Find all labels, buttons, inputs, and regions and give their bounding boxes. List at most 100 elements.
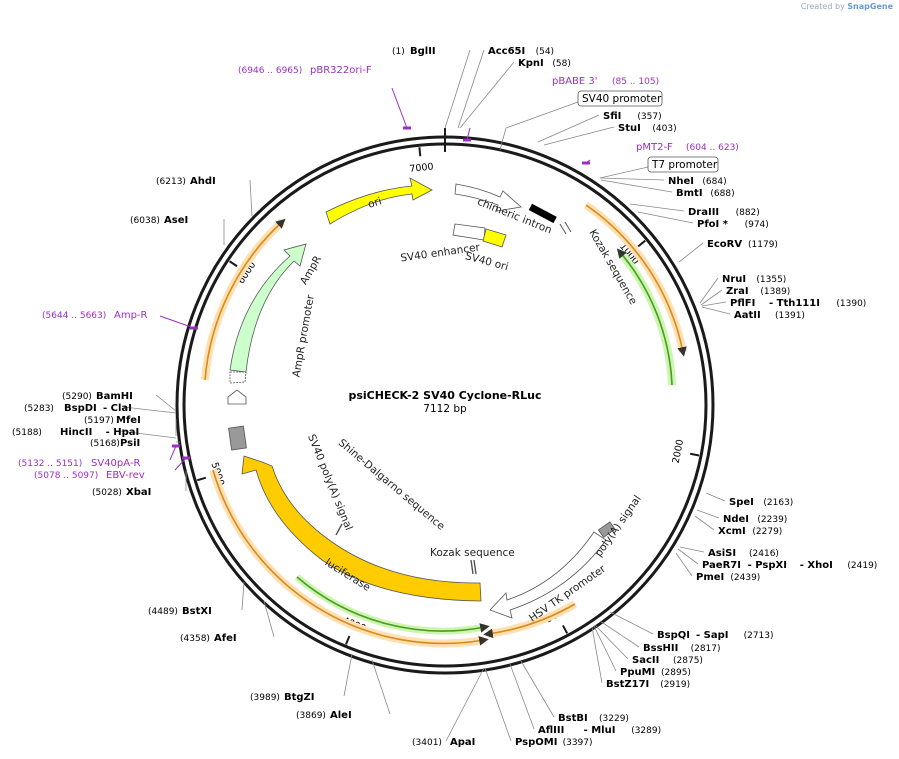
site-hincii[interactable]: (5188)HincII- HpaI bbox=[12, 427, 177, 439]
site-position: (3397) bbox=[563, 738, 593, 748]
site-leader bbox=[457, 49, 485, 129]
ampr-promoter-label: AmpR promoter bbox=[291, 293, 317, 378]
luciferase-arrow[interactable] bbox=[241, 455, 482, 602]
site-name: SacII bbox=[632, 655, 659, 666]
site-position: (357) bbox=[637, 112, 661, 122]
site-xcmi[interactable]: XcmI(2279) bbox=[694, 515, 782, 537]
site-pspomi[interactable]: PspOMI(3397) bbox=[484, 667, 593, 748]
site-position: (2239) bbox=[757, 515, 787, 525]
site-name: ZraI bbox=[726, 286, 749, 297]
site-paer7i[interactable]: PaeR7I- PspXI- XhoI(2419) bbox=[677, 548, 877, 571]
primer-ampr[interactable]: (5644 .. 5663)Amp-R bbox=[42, 310, 198, 330]
ori-arrow[interactable] bbox=[325, 177, 433, 225]
site-zrai[interactable]: ZraI(1389) bbox=[700, 286, 790, 306]
sv40-ori-box bbox=[482, 228, 507, 248]
site-btgzi[interactable]: (3989)BtgZI bbox=[250, 653, 353, 703]
site-apai[interactable]: (3401)ApaI bbox=[412, 667, 485, 748]
primer-pbr322ori[interactable]: (6946 .. 6965) pBR322ori-F bbox=[238, 65, 411, 130]
site-position: (1355) bbox=[756, 275, 786, 285]
hsv-tk-promoter-arrow[interactable] bbox=[489, 531, 607, 619]
site-bamhi[interactable]: (5290) BamHI bbox=[62, 391, 177, 412]
site-acc65i[interactable]: Acc65I(54) bbox=[457, 46, 554, 129]
kozak2-label: Kozak sequence bbox=[430, 547, 515, 559]
site-asei[interactable]: (6038)AseI bbox=[130, 215, 225, 245]
site-bglii[interactable]: (1)BglII bbox=[392, 46, 471, 129]
site-afliii[interactable]: AflIII- MluI(3289) bbox=[509, 663, 661, 736]
site-name: AseI bbox=[164, 215, 188, 226]
site-pmei[interactable]: PmeI(2439) bbox=[675, 552, 760, 583]
primer-mark bbox=[190, 326, 198, 330]
primer-pbabe3[interactable]: (85 .. 105)pBABE 3' bbox=[463, 76, 659, 142]
ampr-arrow[interactable] bbox=[229, 243, 307, 373]
site-draiii[interactable]: DraIII(882) bbox=[629, 203, 760, 218]
site-position: (5290) bbox=[62, 392, 92, 402]
site-position: (5197) bbox=[84, 416, 114, 426]
site-position: (1) bbox=[392, 47, 405, 57]
site-bspqi[interactable]: BspQI- SapI(2713) bbox=[609, 611, 774, 641]
site-afei[interactable]: (4358)AfeI bbox=[180, 600, 275, 644]
site-aatii[interactable]: AatII(1391) bbox=[701, 306, 805, 321]
site-stui[interactable]: StuI(403) bbox=[543, 123, 677, 146]
site-bsshii[interactable]: BssHII(2817) bbox=[599, 620, 721, 654]
site-leader bbox=[591, 626, 603, 684]
site-ppumi[interactable]: PpuMI(2895) bbox=[593, 625, 691, 678]
site-bspdi[interactable]: (5283)BspDI- ClaI bbox=[24, 403, 177, 414]
site-spei[interactable]: SpeI(2163) bbox=[705, 492, 793, 508]
chimeric-intron-arrow[interactable] bbox=[454, 183, 522, 212]
site-name: StuI bbox=[618, 123, 641, 134]
site-nrui[interactable]: NruI(1355) bbox=[699, 274, 786, 304]
primer-name: SV40pA-R bbox=[91, 458, 140, 469]
site-asisi[interactable]: AsiSI(2416) bbox=[679, 546, 779, 559]
site-kpni[interactable]: KpnI(58) bbox=[459, 58, 571, 129]
site-pflfi[interactable]: PflFI- Tth111I(1390) bbox=[701, 298, 866, 309]
primer-mark bbox=[582, 161, 590, 165]
site-name: NdeI bbox=[723, 514, 749, 525]
site-pfoi[interactable]: PfoI *(974) bbox=[637, 211, 769, 230]
site-name: BstZ17I bbox=[606, 679, 649, 690]
site-position: (1179) bbox=[748, 240, 778, 250]
site-position: (3289) bbox=[631, 726, 661, 736]
site-ecorv[interactable]: EcoRV (1179) bbox=[678, 239, 778, 263]
site-name: PsiI bbox=[120, 438, 140, 449]
site-ahdi[interactable]: (6213)AhdI bbox=[156, 176, 253, 217]
primers: (6946 .. 6965) pBR322ori-F (85 .. 105)pBAB… bbox=[18, 65, 739, 481]
site-leader bbox=[699, 277, 719, 304]
site-ndei[interactable]: NdeI (2239) bbox=[696, 509, 787, 525]
site-name: BamHI bbox=[96, 391, 133, 402]
site-name: AleI bbox=[330, 710, 352, 721]
site-name: AhdI bbox=[190, 176, 216, 187]
site-name: BspDI bbox=[64, 403, 97, 414]
primer-name: pBR322ori-F bbox=[310, 65, 372, 76]
site-alei[interactable]: (3869) AleI bbox=[296, 659, 391, 721]
primer-sv40par[interactable]: (5132 .. 5151)SV40pA-R bbox=[18, 444, 180, 470]
site-name: BtgZI bbox=[284, 692, 315, 703]
site-leader bbox=[123, 406, 177, 414]
orf-left-orange-core bbox=[204, 218, 286, 381]
primer-range: (6946 .. 6965) bbox=[238, 66, 302, 76]
site-bstbi[interactable]: BstBI(3229) bbox=[520, 660, 629, 724]
orf-right-orange-core bbox=[585, 204, 687, 357]
site-position: (3869) bbox=[296, 711, 326, 721]
tick-label: 2000 bbox=[671, 438, 687, 464]
site-bstxi[interactable]: (4489)BstXI bbox=[148, 581, 245, 617]
site-bstz17i[interactable]: BstZ17I(2919) bbox=[591, 626, 690, 690]
plasmid-name: psiCHECK-2 SV40 Cyclone-RLuc bbox=[348, 389, 541, 402]
orf-bottom-green-core bbox=[296, 576, 490, 633]
snapgene-credit: Created by SnapGene bbox=[801, 2, 893, 11]
site-sfii[interactable]: SfiI(357) bbox=[537, 111, 662, 143]
site-mfei[interactable]: (5197)MfeI bbox=[84, 415, 177, 436]
site-bmti[interactable]: BmtI(688) bbox=[600, 179, 735, 199]
site-position: (54) bbox=[536, 47, 554, 57]
site-nhei[interactable]: NheI(684) bbox=[599, 176, 727, 187]
primer-ebvrev[interactable]: (5078 .. 5097)EBV-rev bbox=[34, 456, 190, 482]
site-name: DraIII bbox=[688, 207, 719, 218]
site-position: (5188) bbox=[12, 428, 42, 438]
site-position: (2439) bbox=[730, 573, 760, 583]
primer-pmt2f[interactable]: (604 .. 623)pMT2-F bbox=[582, 142, 739, 165]
site-sacii[interactable]: SacII(2875) bbox=[594, 624, 703, 666]
site-psii[interactable]: (5168)PsiI bbox=[90, 438, 180, 449]
site-xbai[interactable]: (5028)XbaI bbox=[92, 471, 187, 498]
site-name: EcoRV bbox=[707, 239, 742, 250]
primer-leader bbox=[466, 127, 471, 141]
